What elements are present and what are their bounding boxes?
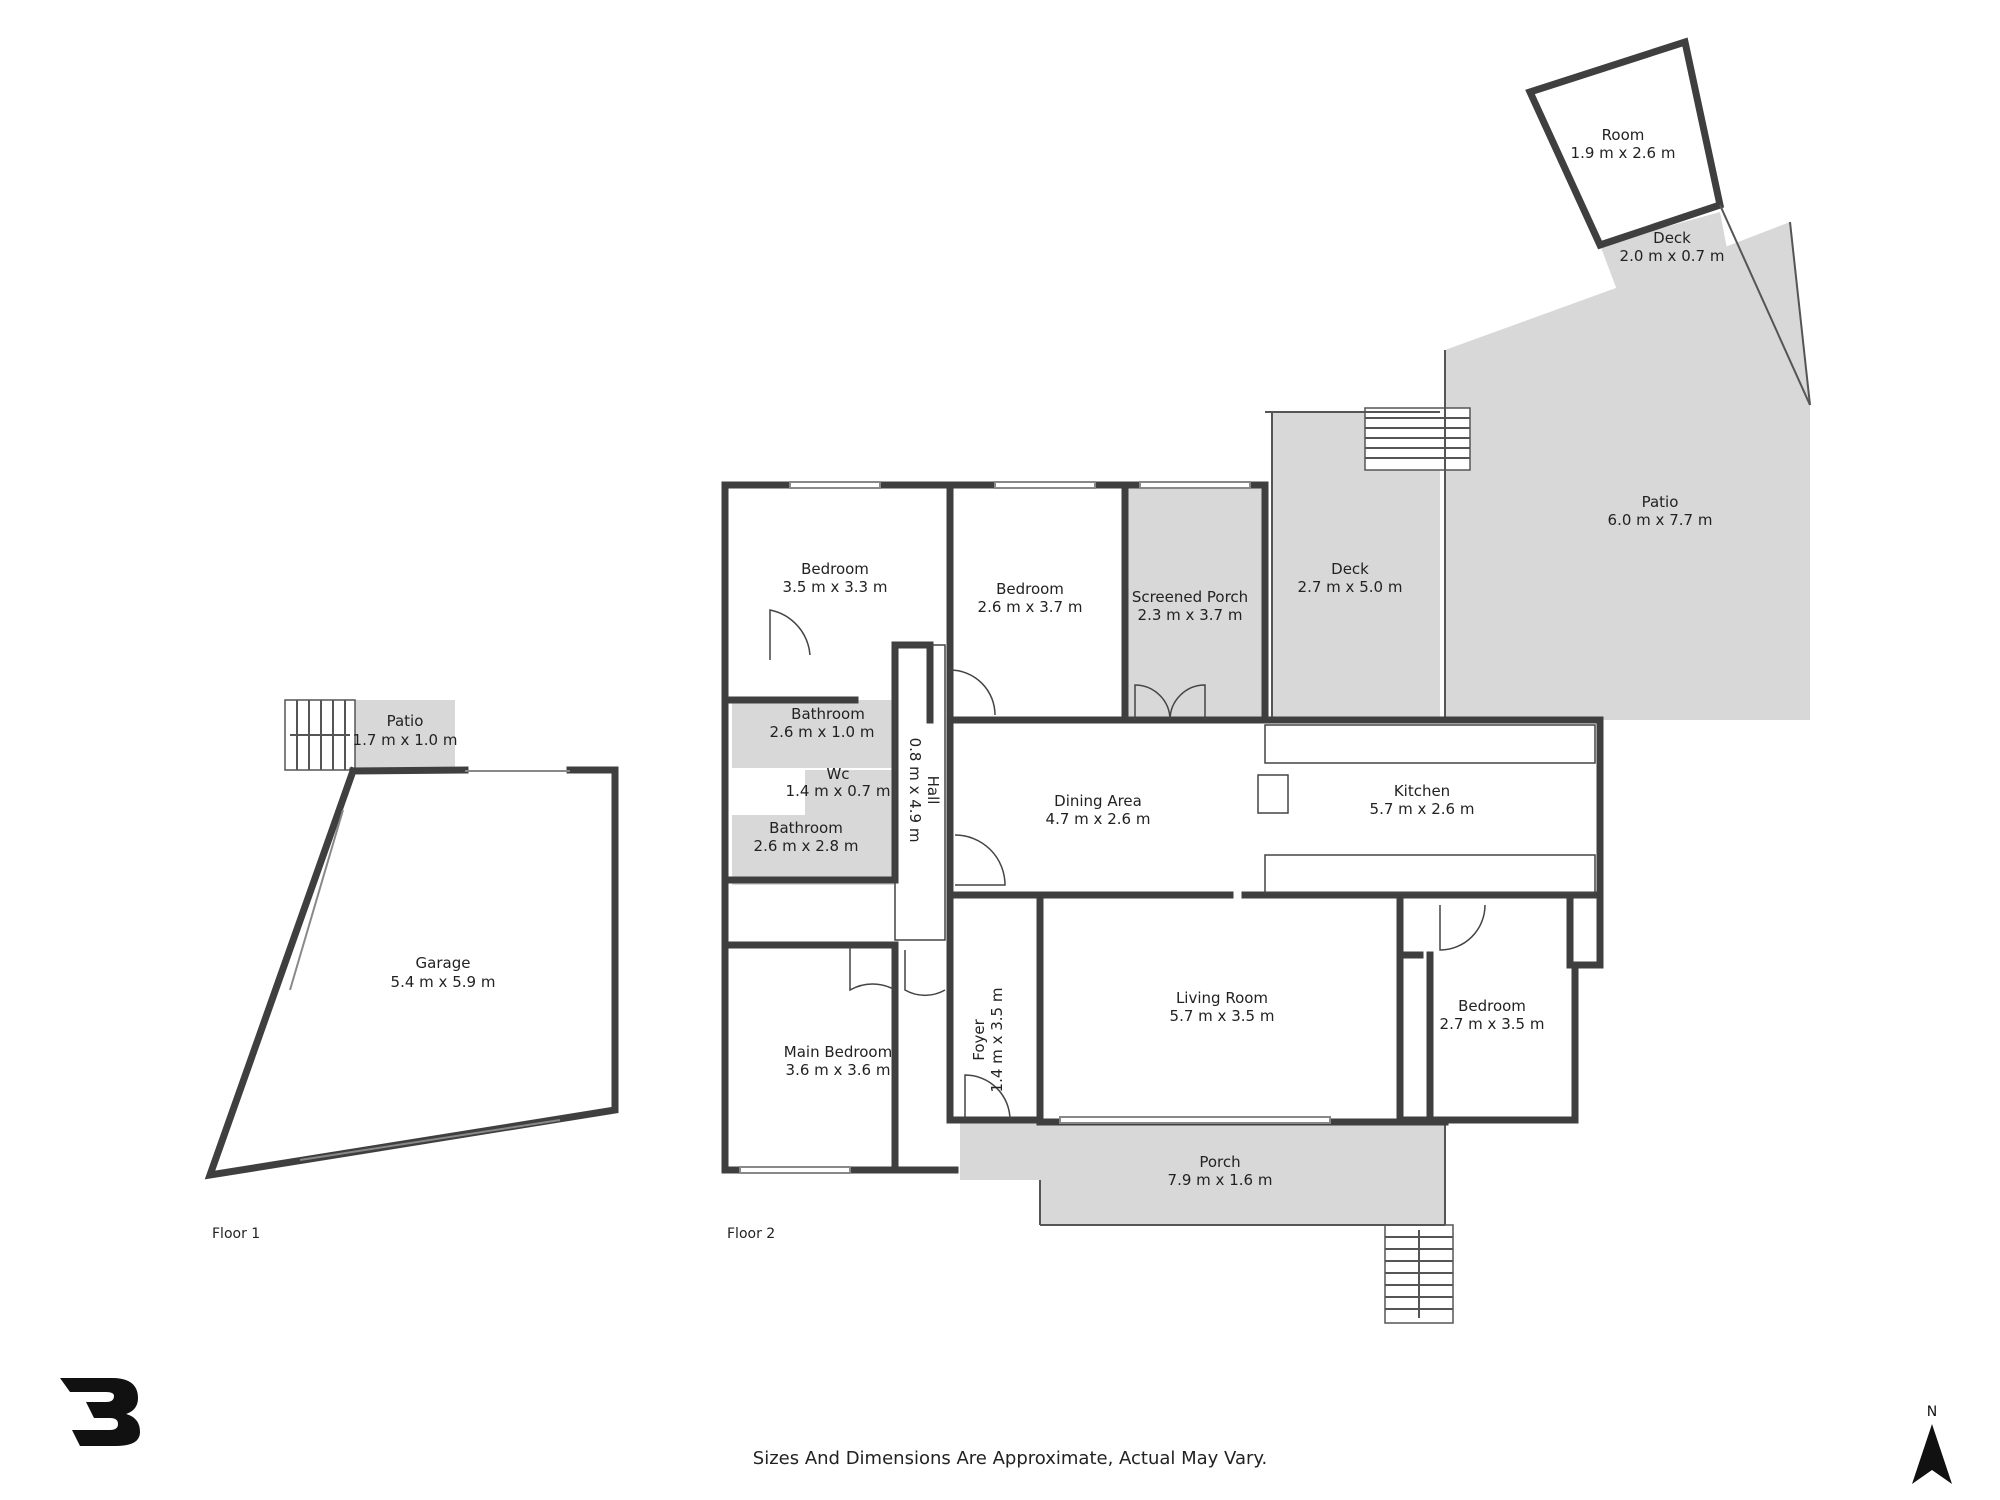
bedroom-e-dims: 2.7 m x 3.5 m [1440,1015,1545,1033]
window-s1 [739,1166,851,1174]
room-ne-name: Room [1602,126,1645,144]
bathroom-mid-dims: 2.6 m x 2.8 m [754,837,859,855]
deck-small-dims: 2.0 m x 0.7 m [1620,247,1725,265]
dining-dims: 4.7 m x 2.6 m [1046,810,1151,828]
hall-dims: 0.8 m x 4.9 m [906,738,924,843]
door-screened [1134,684,1206,721]
garage-window-left [289,809,344,991]
window-n1 [789,481,881,489]
wc-fill [805,770,895,815]
brand-logo [60,1378,140,1446]
patio-large-name: Patio [1642,493,1679,511]
patio-small-dims: 1.7 m x 1.0 m [353,731,458,749]
patio-large-dims: 6.0 m x 7.7 m [1608,511,1713,529]
living-dims: 5.7 m x 3.5 m [1170,1007,1275,1025]
patio-small-fill [355,700,455,770]
porch-name: Porch [1199,1153,1240,1171]
wc-dims: 1.4 m x 0.7 m [786,782,891,800]
door-bedroom-e [1439,904,1486,951]
door-bedroom-n [949,669,996,716]
foyer-dims: 1.4 m x 3.5 m [988,988,1006,1093]
garage-walls [204,766,619,1180]
bathroom-top-fill [732,700,894,768]
bathroom-top-name: Bathroom [791,705,865,723]
bedroom-nw-name: Bedroom [801,560,869,578]
foyer-label: Foyer 1.4 m x 3.5 m [970,988,1006,1093]
screened-porch-name: Screened Porch [1132,588,1248,606]
room-ne-dims: 1.9 m x 2.6 m [1571,144,1676,162]
porch-stairs [1384,1224,1454,1324]
patio-small-name: Patio [387,712,424,730]
window-s2 [1059,1116,1331,1124]
kitchen-counter-bottom [1264,854,1596,894]
bedroom-n-dims: 2.6 m x 3.7 m [978,598,1083,616]
porch-fill [960,1122,1445,1225]
garage-dims: 5.4 m x 5.9 m [391,973,496,991]
floor-2 [721,37,1811,1324]
outdoor-outlines [1039,221,1811,1226]
disclaimer-text: Sizes And Dimensions Are Approximate, Ac… [753,1448,1267,1469]
bedroom-n-name: Bedroom [996,580,1064,598]
porch-dims: 7.9 m x 1.6 m [1168,1171,1273,1189]
room-labels: Bedroom 3.5 m x 3.3 m Bedroom 2.6 m x 3.… [754,126,1725,1189]
patio-small-stairs [284,699,356,771]
stove [1257,774,1289,814]
screened-porch-dims: 2.3 m x 3.7 m [1138,606,1243,624]
foyer-name: Foyer [970,1018,988,1060]
main-bedroom-name: Main Bedroom [784,1043,892,1061]
deck-small-rail [1719,204,1811,406]
floor-1-label: Floor 1 [212,1226,260,1242]
deck-small-fill [1600,212,1732,298]
bathroom-mid-name: Bathroom [769,819,843,837]
bathroom-top-dims: 2.6 m x 1.0 m [770,723,875,741]
door-main-bed [849,945,946,997]
bedroom-nw-dims: 3.5 m x 3.3 m [783,578,888,596]
wc-name: Wc [826,765,849,783]
kitchen-dims: 5.7 m x 2.6 m [1370,800,1475,818]
north-arrow-label: N [1927,1404,1937,1420]
bedroom-e-name: Bedroom [1458,997,1526,1015]
deck-main-dims: 2.7 m x 5.0 m [1298,578,1403,596]
deck-stairs [1364,407,1471,471]
garage-window-bottom [299,1119,561,1161]
floor-2-label: Floor 2 [727,1226,775,1242]
kitchen-counter-top [1264,724,1596,764]
door-foyer [964,1074,1011,1121]
screened-porch-fill [1125,485,1265,720]
floor-1: Patio 1.7 m x 1.0 m Garage 5.4 m x 5.9 m [204,699,619,1180]
living-name: Living Room [1176,989,1268,1007]
hall-label: Hall 0.8 m x 4.9 m [906,738,942,843]
window-n3 [1139,481,1251,489]
deck-main-name: Deck [1331,560,1369,578]
north-arrow: N [1912,1404,1952,1484]
dining-name: Dining Area [1054,792,1142,810]
hall-outline [894,644,946,941]
kitchen-name: Kitchen [1394,782,1450,800]
hall-name: Hall [924,776,942,805]
door-dining [954,834,1006,886]
door-bedroom-nw [769,609,811,660]
window-n2 [994,481,1096,489]
north-arrow-icon [1912,1424,1952,1484]
bathroom-mid-fill [732,815,894,885]
main-bedroom-dims: 3.6 m x 3.6 m [786,1061,891,1079]
garage-name: Garage [416,954,471,972]
patio-large-fill [1445,222,1810,720]
deck-small-name: Deck [1653,229,1691,247]
